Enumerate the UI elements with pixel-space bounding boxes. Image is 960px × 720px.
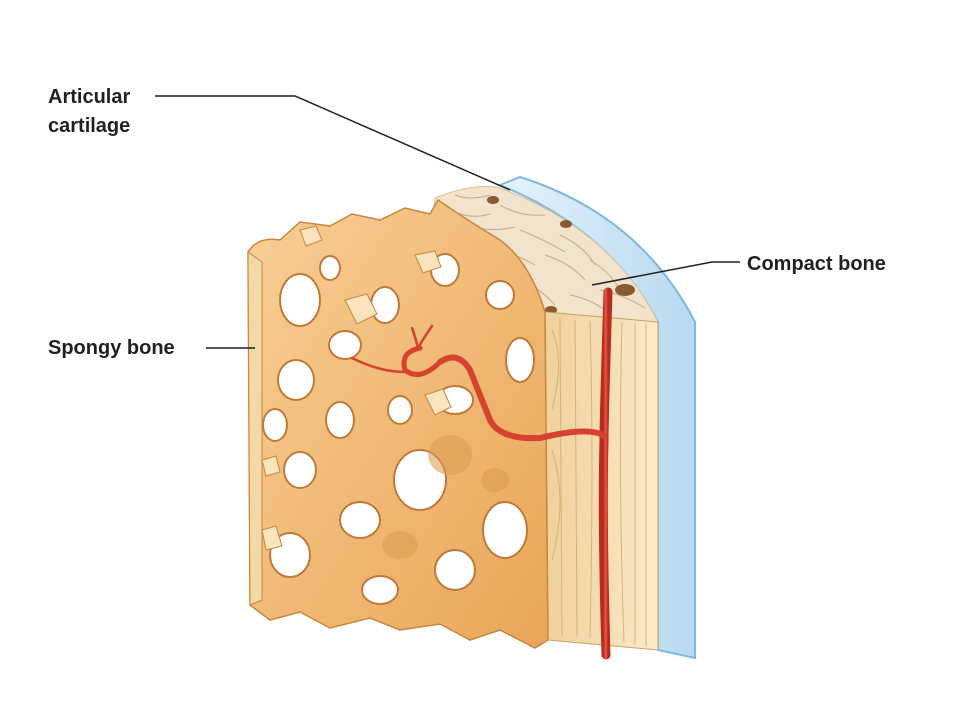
blood-vessel-small — [410, 324, 434, 350]
blood-vessel-vertical — [598, 287, 613, 660]
trabecular-cavity — [370, 286, 400, 324]
trabecular-cavity — [277, 359, 315, 401]
osteon-canal — [560, 220, 572, 228]
osteon-canal — [487, 196, 499, 204]
trabecular-cavity — [505, 337, 535, 383]
leader-line-compact-bone — [591, 261, 740, 286]
trabecular-cavity — [279, 273, 321, 327]
blood-vessel-small — [401, 345, 443, 377]
osteon-canal — [615, 284, 635, 296]
label-articular-cartilage: Articular cartilage — [48, 83, 130, 141]
blood-vessel-branch — [437, 354, 607, 442]
trabecular-cavity — [319, 255, 341, 281]
label-compact-bone: Compact bone — [747, 253, 886, 275]
label-spongy-bone: Spongy bone — [48, 337, 175, 359]
trabecular-cavity — [339, 501, 381, 539]
trabecular-cavity — [434, 549, 476, 591]
trabecular-cavity — [387, 395, 413, 425]
trabecular-cavity — [482, 501, 528, 559]
leader-lines — [155, 95, 740, 349]
blood-vessel-small — [350, 356, 407, 374]
label-articular-line2: cartilage — [48, 115, 131, 137]
trabecular-cavity — [328, 330, 362, 360]
trabecula-cut — [261, 455, 281, 477]
trabecula-cut — [261, 525, 283, 551]
trabecular-cavity — [262, 408, 288, 442]
trabecular-cavity — [485, 280, 515, 310]
trabecular-cavity — [283, 451, 317, 489]
spongy-bone-side — [247, 251, 263, 606]
trabecular-cavity — [361, 575, 399, 605]
trabecular-shadow — [428, 435, 472, 475]
trabecula-cut — [414, 250, 442, 274]
leader-line-articular-cartilage — [155, 95, 511, 191]
trabecular-shadow — [382, 531, 418, 559]
blood-vessels — [350, 287, 613, 660]
label-articular-line1: Articular — [48, 86, 131, 108]
trabecula-cut — [344, 293, 378, 325]
spongy-bone — [247, 198, 549, 649]
trabecula-cut — [299, 225, 323, 247]
trabecula-cut — [424, 388, 452, 416]
trabecular-cavity — [325, 401, 355, 439]
trabecular-shadow — [481, 468, 509, 492]
